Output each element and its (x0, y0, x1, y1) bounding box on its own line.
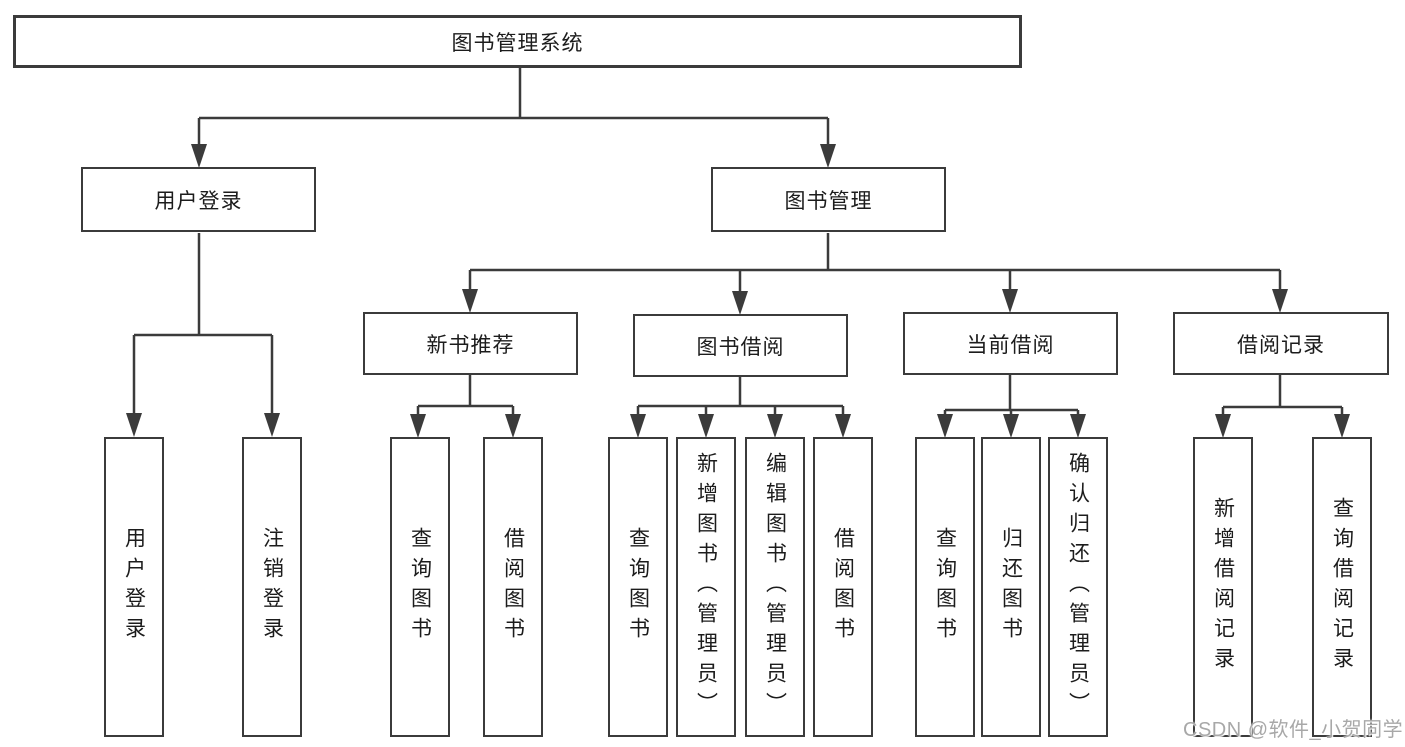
node-label: 借阅记录 (1237, 333, 1325, 357)
leaf-query-books-recommend: 查询图书 (390, 437, 450, 737)
arrow-leaf-8 (835, 414, 851, 438)
arrow-to-user-login (191, 144, 207, 168)
arrow-leaf-6 (698, 414, 714, 438)
arrow-leaf-12 (1215, 414, 1231, 438)
leaf-return-books: 归还图书 (981, 437, 1041, 737)
arrow-to-book-management (820, 144, 836, 168)
leaf-query-books-borrow: 查询图书 (608, 437, 668, 737)
arrow-to-borrow (732, 291, 748, 315)
arrow-leaf-3 (410, 414, 426, 438)
leaf-label: 确认归还（管理员） (1066, 452, 1090, 722)
connector-book-management-branch (468, 233, 1282, 292)
arrow-to-current (1002, 289, 1018, 313)
leaf-label: 新增图书（管理员） (694, 452, 718, 722)
arrow-leaf-9 (937, 414, 953, 438)
connector-borrow-split (636, 377, 845, 418)
leaf-label: 查询图书 (626, 527, 650, 647)
node-borrow-records: 借阅记录 (1173, 312, 1389, 375)
arrow-leaf-10 (1003, 414, 1019, 438)
node-label: 当前借阅 (966, 333, 1055, 357)
arrow-leaf-5 (630, 414, 646, 438)
leaf-logout: 注销登录 (242, 437, 302, 737)
node-current-borrow: 当前借阅 (903, 312, 1118, 375)
arrow-to-records (1272, 289, 1288, 313)
node-label: 图书借阅 (696, 335, 785, 359)
csdn-watermark: CSDN @软件_小贺同学 (1183, 719, 1404, 741)
arrow-leaf-11 (1070, 414, 1086, 438)
leaf-add-books-admin: 新增图书（管理员） (676, 437, 736, 737)
node-label: 图书管理 (784, 189, 873, 213)
node-new-book-recommend: 新书推荐 (363, 312, 578, 375)
leaf-label: 新增借阅记录 (1211, 497, 1235, 677)
arrow-leaf-13 (1334, 414, 1350, 438)
leaf-label: 查询借阅记录 (1330, 497, 1354, 677)
leaf-label: 借阅图书 (501, 527, 525, 647)
node-label: 新书推荐 (426, 333, 515, 357)
arrow-to-leaf-logout (264, 413, 280, 437)
arrowheads (126, 144, 1350, 438)
leaf-user-login: 用户登录 (104, 437, 164, 737)
leaf-label: 用户登录 (122, 527, 146, 647)
leaf-label: 查询图书 (408, 527, 432, 647)
leaf-label: 编辑图书（管理员） (763, 452, 787, 722)
leaf-add-borrow-record: 新增借阅记录 (1193, 437, 1253, 737)
arrow-to-leaf-user-login (126, 413, 142, 437)
connector-current-split (943, 375, 1080, 418)
leaf-confirm-return-admin: 确认归还（管理员） (1048, 437, 1108, 737)
arrow-leaf-7 (767, 414, 783, 438)
leaf-query-books-current: 查询图书 (915, 437, 975, 737)
leaf-label: 注销登录 (260, 527, 284, 647)
leaf-borrow-books-borrow: 借阅图书 (813, 437, 873, 737)
connector-recommend-split (416, 375, 515, 418)
leaf-query-borrow-record: 查询借阅记录 (1312, 437, 1372, 737)
leaf-label: 归还图书 (999, 527, 1023, 647)
node-label: 用户登录 (154, 189, 243, 213)
node-book-management: 图书管理 (711, 167, 946, 232)
node-user-login: 用户登录 (81, 167, 316, 232)
leaf-label: 借阅图书 (831, 527, 855, 647)
leaf-edit-books-admin: 编辑图书（管理员） (745, 437, 805, 737)
connector-root-branch (197, 68, 830, 146)
leaf-borrow-books-recommend: 借阅图书 (483, 437, 543, 737)
connector-user-login-split (132, 233, 274, 416)
node-book-management-system: 图书管理系统 (13, 15, 1022, 68)
leaf-label: 查询图书 (933, 527, 957, 647)
connector-records-split (1221, 375, 1344, 418)
arrow-leaf-4 (505, 414, 521, 438)
node-label: 图书管理系统 (451, 31, 584, 55)
node-book-borrow: 图书借阅 (633, 314, 848, 377)
arrow-to-recommend (462, 289, 478, 313)
